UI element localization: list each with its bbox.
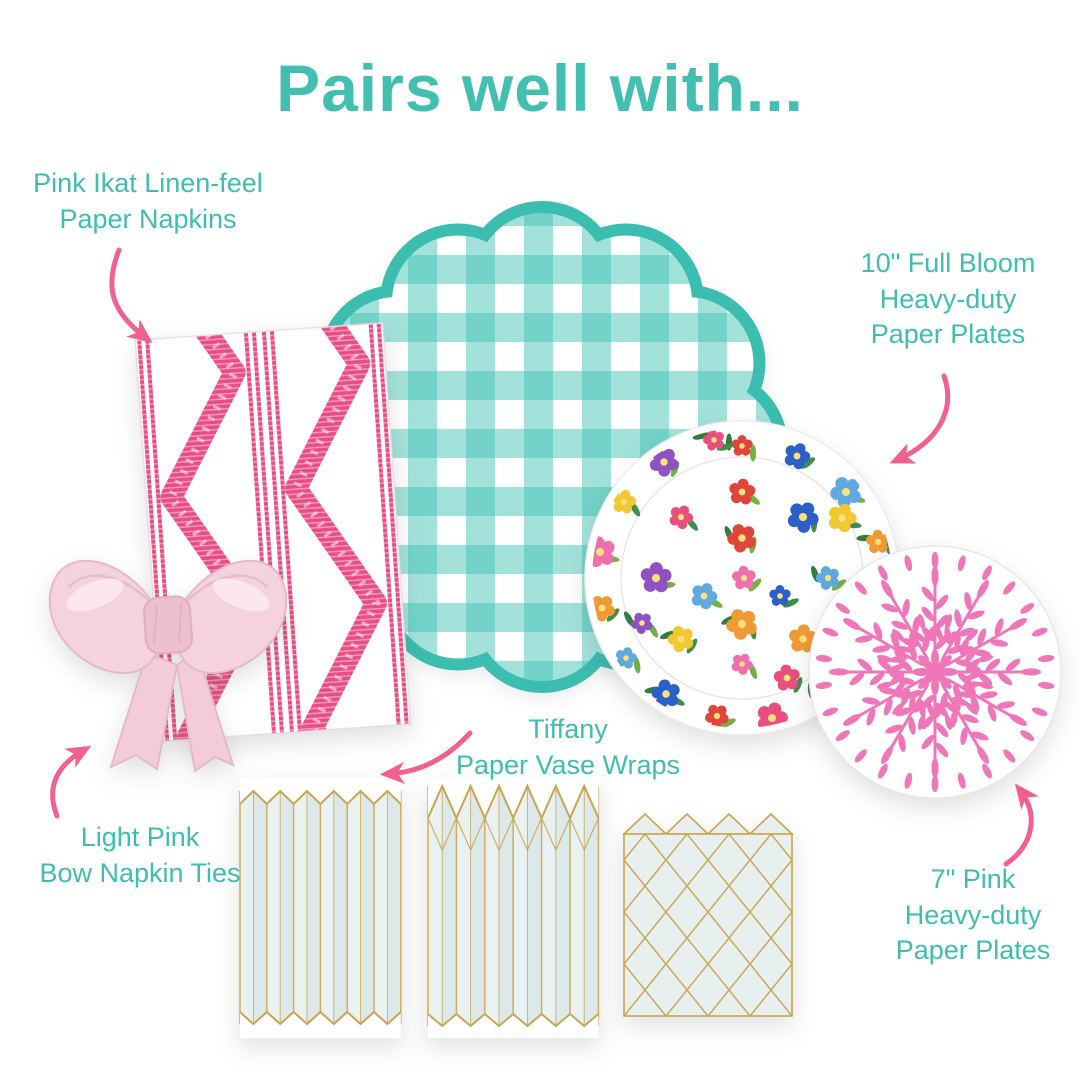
label-line: Heavy-duty: [879, 283, 1017, 314]
vase-wrap-zigzag: [427, 786, 600, 1026]
label-pink-ikat-napkins: Pink Ikat Linen-feel Paper Napkins: [8, 166, 288, 237]
label-pink-plates: 7" Pink Heavy-duty Paper Plates: [873, 862, 1073, 969]
curved-arrow-icon-full-bloom: [889, 373, 951, 464]
label-line: 7" Pink: [930, 864, 1016, 894]
label-line: Paper Vase Wraps: [455, 749, 681, 780]
label-line: Paper Napkins: [59, 203, 237, 234]
label-line: Tiffany: [528, 714, 608, 744]
label-line: Heavy-duty: [904, 899, 1042, 930]
label-line: Bow Napkin Ties: [39, 857, 241, 888]
pink-medallion-pattern: [815, 551, 1055, 793]
label-paper-vase-wraps: Tiffany Paper Vase Wraps: [443, 712, 693, 783]
label-line: Light Pink: [80, 822, 200, 852]
pink-medallion-plate-image: [808, 545, 1062, 799]
label-line: 10" Full Bloom: [860, 248, 1036, 278]
vase-wrap-pleated: [239, 791, 402, 1024]
label-line: Pink Ikat Linen-feel: [33, 168, 263, 198]
bow-shape: [48, 559, 288, 773]
label-bow-napkin-ties: Light Pink Bow Napkin Ties: [20, 820, 260, 891]
pink-bow-image: [48, 559, 288, 773]
label-full-bloom-plates: 10" Full Bloom Heavy-duty Paper Plates: [848, 246, 1048, 353]
vase-wrap-diamond: [622, 812, 794, 1017]
curved-arrow-icon-napkins: [109, 247, 153, 344]
label-line: Paper Plates: [895, 935, 1051, 966]
vase-wraps-image: [239, 778, 794, 1038]
label-line: Paper Plates: [870, 319, 1026, 350]
page-title: Pairs well with...: [276, 51, 804, 125]
